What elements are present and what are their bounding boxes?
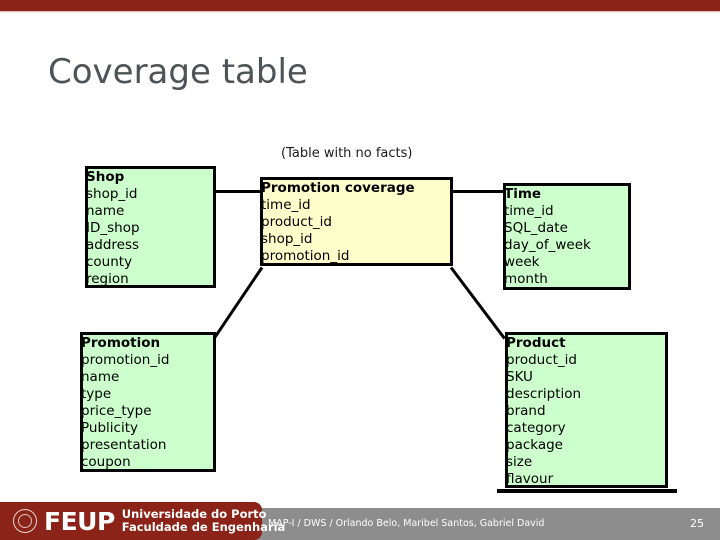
feup-faculty-line: Faculdade de Engenharia (121, 520, 286, 534)
feup-university-line: Universidade do Porto (121, 507, 267, 521)
top-accent-bar-shadow (0, 11, 720, 13)
entity-attribute: name (81, 369, 120, 385)
entity-box-promotion[interactable]: Promotion promotion_id name type price_t… (80, 332, 216, 472)
entity-attribute: size (506, 454, 533, 470)
connector-coverage-to-product (449, 266, 506, 340)
feup-logo: FEUP Universidade do Porto Faculdade de … (0, 502, 285, 540)
entity-attribute: product_id (261, 214, 332, 230)
entity-attribute: brand (506, 403, 546, 419)
entity-attribute: ID_shop (86, 220, 140, 236)
connector-coverage-to-time (453, 190, 504, 193)
entity-attribute: category (506, 420, 566, 436)
entity-attribute: week (504, 254, 540, 270)
connector-coverage-to-promotion (213, 266, 264, 339)
entity-title: Time (504, 186, 542, 202)
entity-attribute: coupon (81, 454, 131, 470)
render-artifact-bar (497, 489, 677, 493)
feup-seal-icon (13, 509, 37, 533)
footer-credit-text: MAP-I / DWS / Orlando Belo, Maribel Sant… (268, 518, 545, 529)
entity-title: Product (506, 335, 566, 351)
feup-institution-lines: Universidade do Porto Faculdade de Engen… (122, 508, 286, 534)
entity-attribute: time_id (261, 197, 311, 213)
entity-attribute: flavour (506, 471, 554, 487)
entity-attribute: shop_id (261, 231, 313, 247)
entity-attribute: promotion_id (81, 352, 170, 368)
entity-attribute: time_id (504, 203, 554, 219)
entity-attribute: presentation (81, 437, 167, 453)
entity-attribute: SKU (506, 369, 533, 385)
entity-attribute: price_type (81, 403, 152, 419)
entity-attribute: description (506, 386, 582, 402)
entity-title: Promotion coverage (261, 180, 415, 196)
entity-attribute: county (86, 254, 133, 270)
entity-box-promotion-coverage[interactable]: Promotion coverage time_id product_id sh… (260, 177, 453, 266)
entity-attribute: package (506, 437, 563, 453)
feup-wordmark: FEUP (44, 506, 115, 536)
page-title: Coverage table (48, 52, 308, 92)
entity-attribute: promotion_id (261, 248, 350, 264)
entity-attribute: Publicity (81, 420, 138, 436)
entity-attribute: SQL_date (504, 220, 568, 236)
entity-title: Shop (86, 169, 125, 185)
entity-attribute: shop_id (86, 186, 138, 202)
top-accent-bar (0, 0, 720, 11)
entity-box-time[interactable]: Time time_id SQL_date day_of_week week m… (503, 183, 631, 290)
entity-title: Promotion (81, 335, 161, 351)
page-number: 25 (690, 517, 704, 530)
entity-box-shop[interactable]: Shop shop_id name ID_shop address county… (85, 166, 216, 288)
entity-attribute: day_of_week (504, 237, 591, 253)
connector-shop-to-coverage (216, 190, 262, 193)
entity-box-product[interactable]: Product product_id SKU description brand… (505, 332, 668, 488)
entity-attribute: month (504, 271, 548, 287)
entity-attribute: type (81, 386, 112, 402)
entity-attribute: name (86, 203, 125, 219)
entity-attribute: address (86, 237, 140, 253)
diagram-subtitle: (Table with no facts) (281, 146, 413, 161)
entity-attribute: region (86, 271, 129, 287)
entity-attribute: product_id (506, 352, 577, 368)
